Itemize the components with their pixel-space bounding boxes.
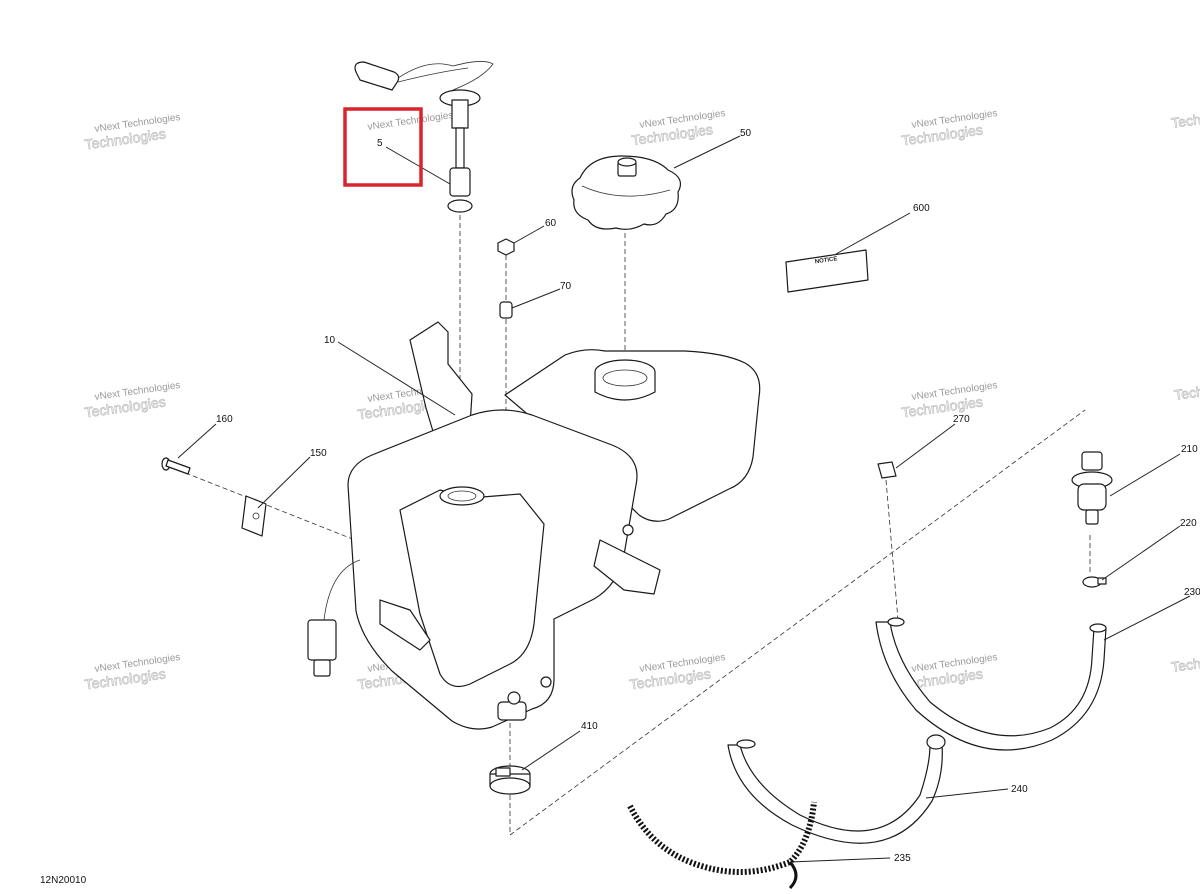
callout-leader-lines (177, 135, 1191, 863)
callout-270[interactable]: 270 (953, 414, 970, 425)
watermark: vNext Technologies Technologies (83, 380, 181, 421)
part-gasket-150[interactable] (241, 495, 267, 537)
callout-50[interactable]: 50 (740, 128, 752, 139)
part-cap-270[interactable] (877, 461, 897, 479)
callout-410[interactable]: 410 (581, 721, 598, 732)
part-fuel-cap[interactable] (571, 155, 681, 230)
watermark: Technologies (1170, 103, 1200, 131)
callout-210[interactable]: 210 (1181, 444, 1198, 455)
callout-70[interactable]: 70 (560, 281, 572, 292)
watermark: vNext Technologies Technologies (83, 652, 181, 693)
callout-10[interactable]: 10 (324, 335, 336, 346)
part-spring-guard-235[interactable] (627, 801, 817, 890)
svg-text:vNext Technologies: vNext Technologies (367, 110, 454, 133)
callout-600[interactable]: 600 (913, 203, 930, 214)
svg-text:Technologies: Technologies (1173, 376, 1200, 403)
part-notice-label[interactable]: NOTICE (785, 249, 869, 293)
part-screw-160[interactable] (161, 457, 191, 475)
callout-labels: 5 10 50 60 70 150 160 210 220 230 235 24… (216, 128, 1200, 864)
part-nut-60[interactable] (497, 238, 515, 256)
watermark: Technologies (1173, 375, 1200, 403)
part-bushing-70[interactable] (499, 301, 513, 319)
part-fuel-level-sender[interactable] (354, 61, 494, 213)
highlight-selection-box (343, 107, 423, 187)
watermark: vNext Technologies (367, 110, 454, 133)
callout-160[interactable]: 160 (216, 414, 233, 425)
notice-label-text: NOTICE (815, 256, 838, 265)
watermark: vNext Technologies Technologies (900, 108, 998, 149)
watermark: vNext Technologies Technologies (83, 112, 181, 153)
part-valve-210[interactable] (1071, 451, 1113, 525)
watermark: vNext Technologies Technologies (628, 652, 726, 693)
callout-230[interactable]: 230 (1184, 587, 1200, 598)
callout-220[interactable]: 220 (1180, 518, 1197, 529)
callout-240[interactable]: 240 (1011, 784, 1028, 795)
part-fuel-tank[interactable] (307, 321, 761, 730)
callout-5[interactable]: 5 (377, 138, 383, 149)
drawing-id: 12N20010 (40, 875, 87, 886)
part-hose-clamp-410[interactable] (489, 765, 531, 795)
callout-235[interactable]: 235 (894, 853, 911, 864)
watermark: vNext Technologies Technologies (630, 108, 726, 149)
part-hose-230[interactable] (875, 617, 1107, 751)
part-clamp-220[interactable] (1082, 576, 1107, 588)
watermark: Technologies (1170, 647, 1200, 675)
svg-text:Technologies: Technologies (1170, 648, 1200, 675)
watermark: vNext Technologies Technologies (900, 380, 998, 421)
svg-text:Technologies: Technologies (1170, 104, 1200, 131)
callout-60[interactable]: 60 (545, 218, 557, 229)
callout-150[interactable]: 150 (310, 448, 327, 459)
assembly-guide-lines (177, 215, 1091, 836)
part-hose-240[interactable] (727, 734, 946, 844)
